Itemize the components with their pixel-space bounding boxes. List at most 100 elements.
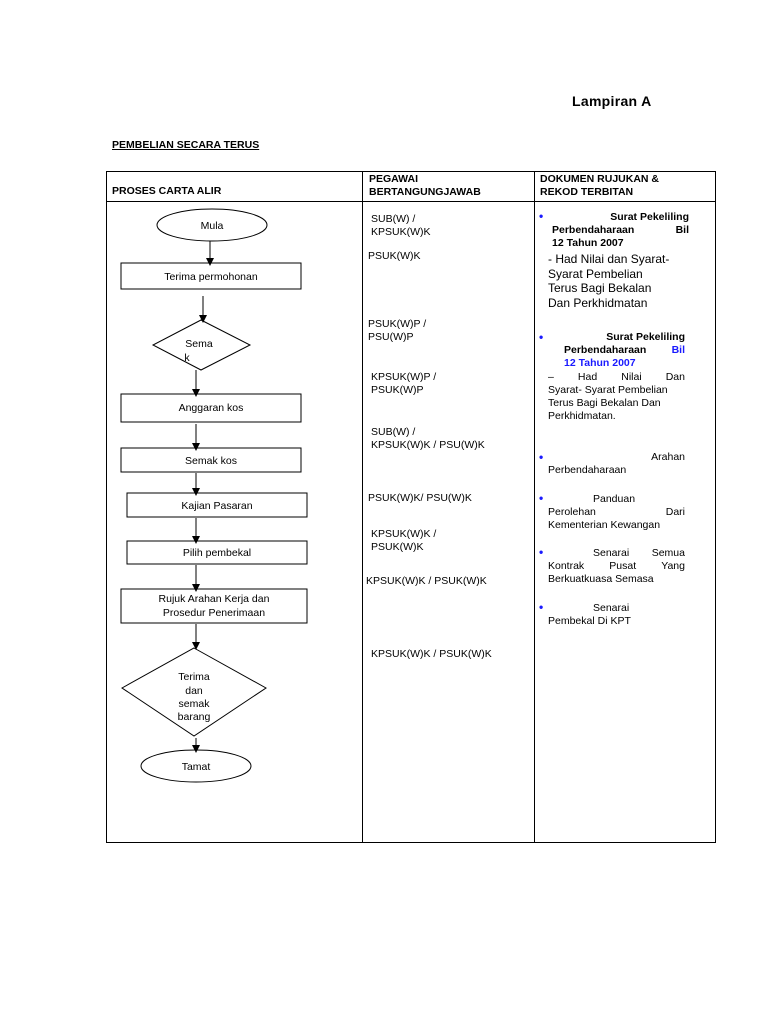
document-1-detail: - Had Nilai dan Syarat- Syarat Pembelian…	[548, 252, 685, 310]
document-word: Semua	[651, 547, 685, 559]
document-line: Syarat- Syarat Pembelian	[548, 384, 668, 396]
bullet-1: •	[539, 209, 544, 223]
document-word: Pusat	[609, 560, 637, 572]
document-line: Perbendaharaan Bil	[564, 344, 685, 357]
receive-request-box	[120, 262, 302, 290]
document-2: Surat Pekeliling Perbendaharaan Bil 12 Ta…	[564, 331, 685, 370]
section-heading: PEMBELIAN SECARA TERUS	[112, 139, 260, 151]
market-study-box	[126, 492, 308, 518]
document-line: Perbendaharaan	[548, 464, 627, 476]
end-label: Tamat	[182, 761, 211, 773]
header-divider	[106, 201, 716, 202]
end-terminator	[140, 749, 252, 783]
document-1: Surat Pekeliling Perbendaharaan Bil 12 Ta…	[552, 211, 689, 250]
header-documents: DOKUMEN RUJUKAN & REKOD TERBITAN	[540, 173, 710, 199]
officer-line: PSUK(W)P	[371, 384, 424, 396]
check-label-1: Sema	[185, 338, 213, 350]
officer-group-6: KPSUK(W)K / PSUK(W)K	[371, 528, 436, 554]
document-line: Perbendaharaan Bil	[552, 224, 689, 237]
document-line: - Had Nilai dan Syarat-	[548, 252, 670, 266]
start-label: Mula	[201, 220, 224, 232]
header-flowchart: PROSES CARTA ALIR	[112, 185, 222, 197]
cost-estimate-label: Anggaran kos	[179, 402, 244, 414]
market-study-label: Kajian Pasaran	[181, 500, 252, 512]
officer-group-2: PSUK(W)P / PSU(W)P	[368, 318, 426, 344]
document-word: Dari	[665, 506, 685, 518]
bullet-6: •	[539, 600, 544, 614]
document-word: Dan	[665, 371, 685, 383]
column-divider-1	[362, 171, 363, 843]
bullet-4: •	[539, 491, 544, 505]
officer-group-8: KPSUK(W)K / PSUK(W)K	[371, 648, 492, 660]
document-word: Perbendaharaan	[552, 224, 635, 236]
document-line: – Had Nilai Dan	[548, 371, 685, 384]
document-line: Dan Perkhidmatan	[548, 295, 648, 310]
officer-group-1: SUB(W) / KPSUK(W)K	[371, 213, 431, 239]
pick-supplier-label: Pilih pembekal	[183, 547, 251, 559]
document-line: Surat Pekeliling	[610, 211, 689, 223]
header-documents-line2: REKOD TERBITAN	[540, 186, 634, 198]
check-decision	[151, 319, 252, 371]
header-officer-line2: BERTANGUNGJAWAB	[369, 186, 481, 198]
officer-line: KPSUK(W)K /	[371, 528, 437, 540]
officer-line: PSUK(W)K	[371, 541, 424, 553]
accept-label-4: barang	[178, 711, 211, 723]
document-word: Kontrak	[548, 560, 585, 572]
document-line: Senarai	[593, 602, 630, 614]
officer-line: KPSUK(W)K	[371, 226, 431, 238]
document-line: Surat Pekeliling	[606, 331, 685, 343]
document-line: 12 Tahun 2007	[564, 357, 636, 369]
document-line: Perolehan Dari	[548, 506, 685, 519]
document-line: 12 Tahun 2007	[552, 237, 624, 249]
document-line: Terus Bagi Bekalan	[548, 281, 652, 295]
process-table	[106, 171, 716, 843]
document-word: Perolehan	[548, 506, 596, 518]
document-3: Arahan Perbendaharaan	[548, 451, 685, 477]
document-line: Perkhidmatan.	[548, 410, 616, 422]
refer-label-2: Prosedur Penerimaan	[163, 607, 265, 619]
receive-request-label: Terima permohonan	[164, 271, 258, 283]
officer-group-1b: PSUK(W)K	[368, 250, 421, 262]
document-line: Arahan	[651, 451, 685, 463]
check-cost-box	[120, 447, 302, 473]
document-line: Senarai Semua	[548, 547, 685, 560]
document-line: Panduan	[593, 493, 636, 505]
accept-decision	[121, 647, 267, 737]
document-word: Bil	[671, 344, 685, 356]
refer-procedure-box	[120, 588, 308, 624]
bullet-5: •	[539, 545, 544, 559]
document-word: Senarai	[593, 547, 630, 559]
document-line: Pembekal Di KPT	[548, 615, 631, 627]
document-line: Syarat Pembelian	[548, 266, 643, 281]
accept-label-3: semak	[179, 698, 211, 710]
header-officer: PEGAWAI BERTANGUNGJAWAB	[369, 173, 529, 199]
check-label-2: k	[184, 352, 190, 364]
page-title: Lampiran A	[572, 93, 652, 109]
accept-label-1: Terima	[178, 671, 210, 683]
refer-label-1: Rujuk Arahan Kerja dan	[159, 593, 270, 605]
officer-group-3: KPSUK(W)P / PSUK(W)P	[371, 371, 436, 397]
document-line: Berkuatkuasa Semasa	[548, 573, 654, 585]
officer-group-5: PSUK(W)K/ PSU(W)K	[368, 492, 472, 504]
pick-supplier-box	[126, 540, 308, 565]
document-word: Bil	[675, 224, 689, 236]
document-word: –	[548, 371, 554, 383]
document-word: Nilai	[621, 371, 642, 383]
officer-line: KPSUK(W)P /	[371, 371, 437, 383]
cost-estimate-box	[120, 393, 302, 423]
officer-line: PSUK(W)P /	[368, 318, 427, 330]
document-word: Had	[577, 371, 598, 383]
start-terminator	[156, 208, 268, 242]
document-word: Perbendaharaan	[564, 344, 647, 356]
bullet-3: •	[539, 450, 544, 464]
column-divider-2	[534, 171, 535, 843]
check-cost-label: Semak kos	[185, 455, 237, 467]
document-6: Senarai Pembekal Di KPT	[548, 602, 685, 628]
officer-line: PSU(W)P	[368, 331, 414, 343]
header-officer-line1: PEGAWAI	[369, 173, 419, 185]
